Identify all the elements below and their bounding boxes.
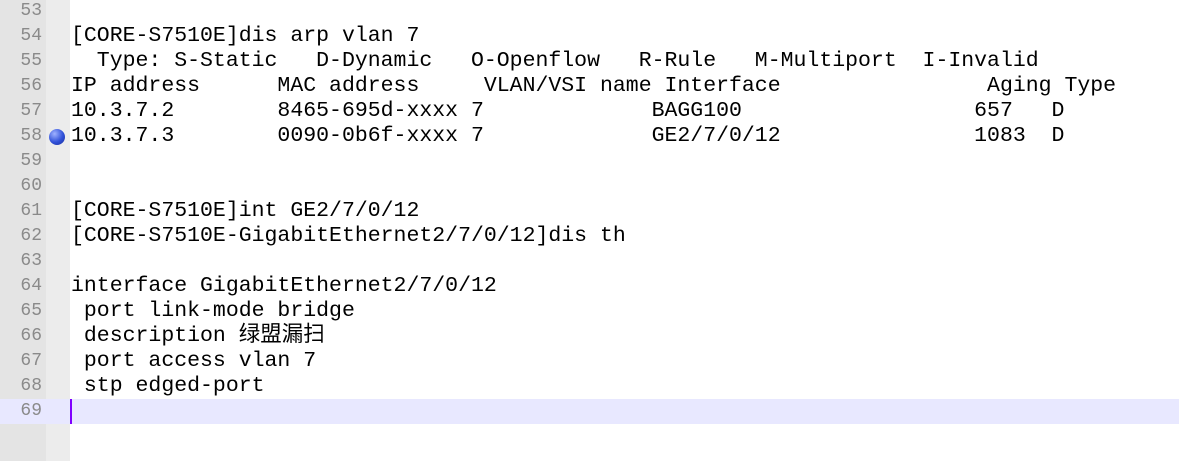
line-number: 62 <box>20 226 42 246</box>
line-text <box>70 399 72 424</box>
line-number-gutter <box>0 0 46 461</box>
editor-line[interactable]: 53 <box>0 0 1179 24</box>
line-number: 66 <box>20 326 42 346</box>
editor-line[interactable]: 63 <box>0 249 1179 274</box>
editor-line[interactable]: 57 10.3.7.2 8465-695d-xxxx 7 BAGG100 657 … <box>0 99 1179 124</box>
line-text: port access vlan 7 <box>71 349 317 373</box>
line-number: 59 <box>20 151 42 171</box>
line-text: [CORE-S7510E]int GE2/7/0/12 <box>71 199 420 223</box>
line-text: port link-mode bridge <box>71 299 355 323</box>
line-text: [CORE-S7510E]dis arp vlan 7 <box>71 24 420 48</box>
line-number: 55 <box>20 51 42 71</box>
line-number: 60 <box>20 176 42 196</box>
line-text: IP address MAC address VLAN/VSI name Int… <box>71 74 1117 98</box>
line-number: 53 <box>20 1 42 21</box>
editor-line[interactable]: 56 IP address MAC address VLAN/VSI name I… <box>0 74 1179 99</box>
line-number: 58 <box>20 126 42 146</box>
line-number: 56 <box>20 76 42 96</box>
line-number: 64 <box>20 276 42 296</box>
editor-line[interactable]: 59 <box>0 149 1179 174</box>
editor-line[interactable]: 66 description 绿盟漏扫 <box>0 324 1179 349</box>
editor-line[interactable]: 65 port link-mode bridge <box>0 299 1179 324</box>
editor-line[interactable]: 68 stp edged-port <box>0 374 1179 399</box>
editor-line[interactable]: 64 interface GigabitEthernet2/7/0/12 <box>0 274 1179 299</box>
line-text: stp edged-port <box>71 374 265 398</box>
line-text: interface GigabitEthernet2/7/0/12 <box>71 274 497 298</box>
line-number: 65 <box>20 301 42 321</box>
line-number: 57 <box>20 101 42 121</box>
current-line[interactable]: 69 <box>0 399 1179 424</box>
bookmark-icon[interactable] <box>49 129 65 145</box>
line-number: 68 <box>20 376 42 396</box>
line-number: 63 <box>20 251 42 271</box>
line-text: 10.3.7.2 8465-695d-xxxx 7 BAGG100 657 D <box>71 99 1065 123</box>
line-text: Type: S-Static D-Dynamic O-Openflow R-Ru… <box>71 49 1039 73</box>
editor-line[interactable]: 62 [CORE-S7510E-GigabitEthernet2/7/0/12]d… <box>0 224 1179 249</box>
editor-line[interactable]: 55 Type: S-Static D-Dynamic O-Openflow R… <box>0 49 1179 74</box>
line-number: 61 <box>20 201 42 221</box>
line-number: 67 <box>20 351 42 371</box>
line-number: 54 <box>20 26 42 46</box>
bookmark-margin[interactable] <box>46 0 70 461</box>
editor-line[interactable]: 58 10.3.7.3 0090-0b6f-xxxx 7 GE2/7/0/12 1… <box>0 124 1179 149</box>
editor-line[interactable]: 67 port access vlan 7 <box>0 349 1179 374</box>
line-text: description 绿盟漏扫 <box>71 324 325 348</box>
line-number: 69 <box>20 401 42 421</box>
editor-line[interactable]: 60 <box>0 174 1179 199</box>
line-text: 10.3.7.3 0090-0b6f-xxxx 7 GE2/7/0/12 108… <box>71 124 1065 148</box>
editor-line[interactable]: 61 [CORE-S7510E]int GE2/7/0/12 <box>0 199 1179 224</box>
line-text: [CORE-S7510E-GigabitEthernet2/7/0/12]dis… <box>71 224 626 248</box>
editor-line[interactable]: 54 [CORE-S7510E]dis arp vlan 7 <box>0 24 1179 49</box>
